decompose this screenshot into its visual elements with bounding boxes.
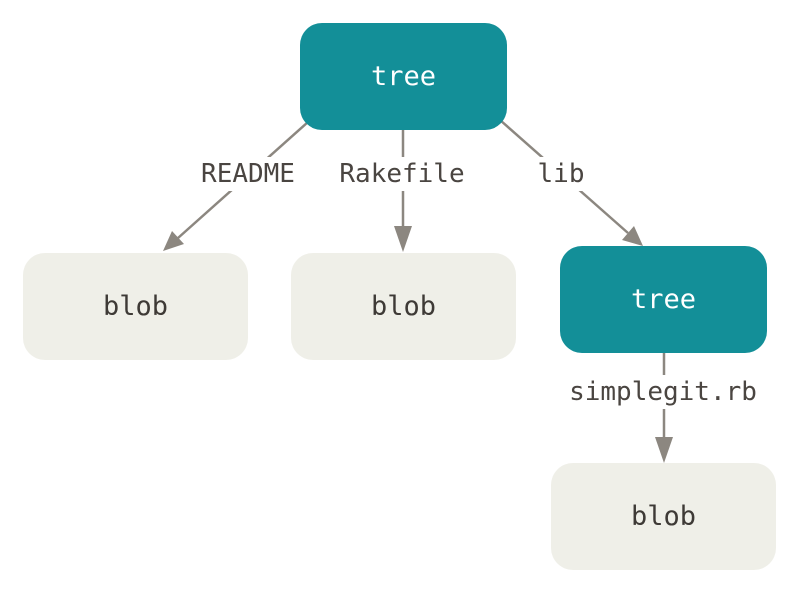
edge-label-simplegit: simplegit.rb [565,375,761,409]
edge-label-lib: lib [533,157,589,191]
edge-label-readme: README [197,157,299,191]
readme-blob-node: blob [23,253,248,360]
arrowhead-lib [622,226,643,246]
arrowhead-simplegit [655,437,673,463]
simplegit-blob-node: blob [551,463,776,570]
rakefile-blob-node: blob [291,253,516,360]
lib-tree-node: tree [560,246,767,353]
edge-label-rakefile: Rakefile [335,157,469,191]
root-tree-node: tree [300,23,507,130]
arrowhead-readme [163,231,184,251]
arrowhead-rakefile [394,226,412,252]
